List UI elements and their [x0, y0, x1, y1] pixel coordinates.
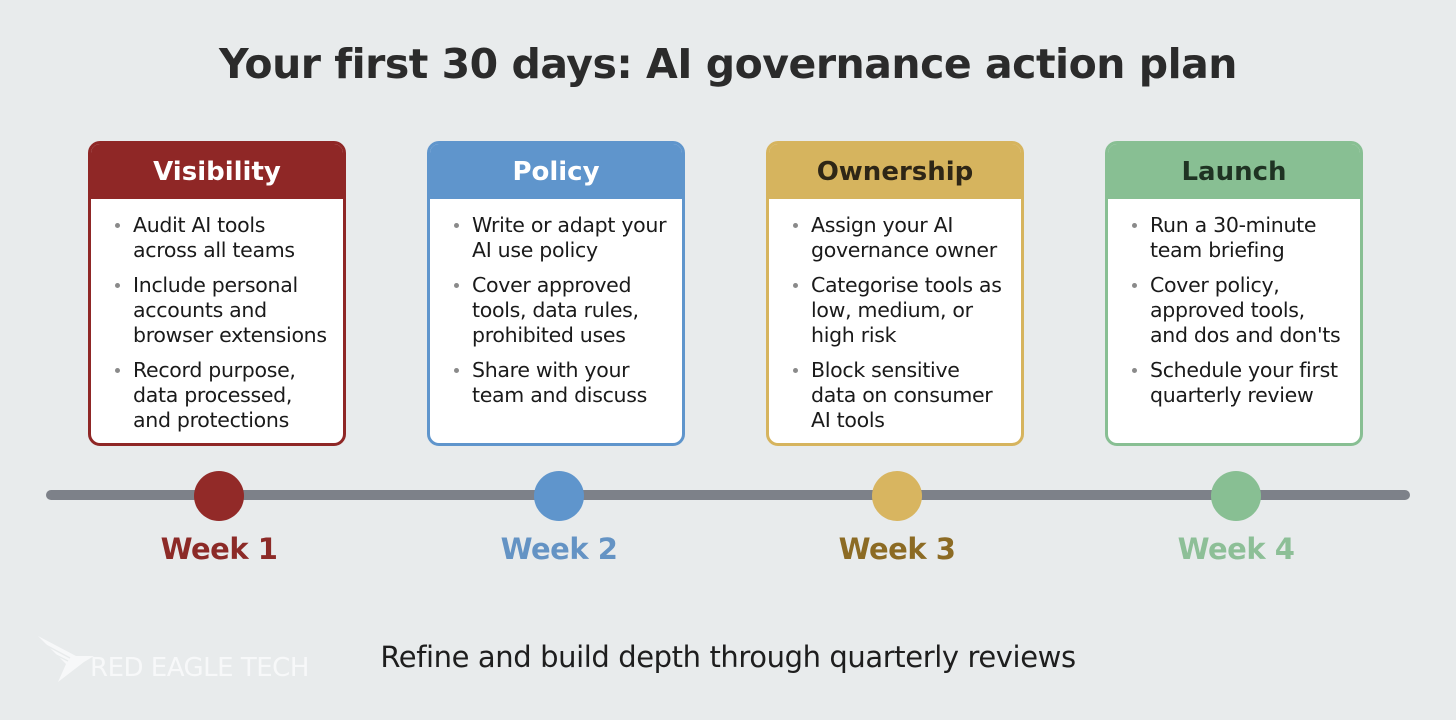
- timeline-dot-week-3: [872, 471, 922, 521]
- list-item: Share with your team and discuss: [452, 358, 668, 408]
- page-title: Your first 30 days: AI governance action…: [218, 40, 1238, 88]
- timeline-line: [46, 490, 1410, 500]
- list-item: Cover approved tools, data rules, prohib…: [452, 273, 668, 348]
- list-item: Write or adapt your AI use policy: [452, 213, 668, 263]
- logo-text: RED EAGLE TECH: [90, 653, 309, 683]
- week-label-3: Week 3: [838, 532, 956, 566]
- list-item: Run a 30-minute team briefing: [1130, 213, 1346, 263]
- card-heading: Launch: [1108, 144, 1360, 199]
- week-label-1: Week 1: [160, 532, 278, 566]
- list-item: Record purpose, data processed, and prot…: [113, 358, 329, 433]
- week-label-4: Week 4: [1177, 532, 1295, 566]
- timeline-dot-week-2: [534, 471, 584, 521]
- logo: RED EAGLE TECH: [36, 634, 309, 690]
- footer-note: Refine and build depth through quarterly…: [380, 640, 1076, 674]
- list-item: Schedule your first quarterly review: [1130, 358, 1346, 408]
- list-item: Cover policy, approved tools, and dos an…: [1130, 273, 1346, 348]
- card-ownership: Ownership Assign your AI governance owne…: [766, 141, 1024, 446]
- card-heading: Ownership: [769, 144, 1021, 199]
- timeline-dot-week-1: [194, 471, 244, 521]
- list-item: Include personal accounts and browser ex…: [113, 273, 329, 348]
- list-item: Audit AI tools across all teams: [113, 213, 329, 263]
- card-visibility: Visibility Audit AI tools across all tea…: [88, 141, 346, 446]
- card-heading: Policy: [430, 144, 682, 199]
- card-launch: Launch Run a 30-minute team briefing Cov…: [1105, 141, 1363, 446]
- timeline-dot-week-4: [1211, 471, 1261, 521]
- list-item: Assign your AI governance owner: [791, 213, 1007, 263]
- week-label-2: Week 2: [500, 532, 618, 566]
- card-policy: Policy Write or adapt your AI use policy…: [427, 141, 685, 446]
- eagle-icon: [36, 634, 98, 690]
- list-item: Block sensitive data on consumer AI tool…: [791, 358, 1007, 433]
- list-item: Categorise tools as low, medium, or high…: [791, 273, 1007, 348]
- card-heading: Visibility: [91, 144, 343, 199]
